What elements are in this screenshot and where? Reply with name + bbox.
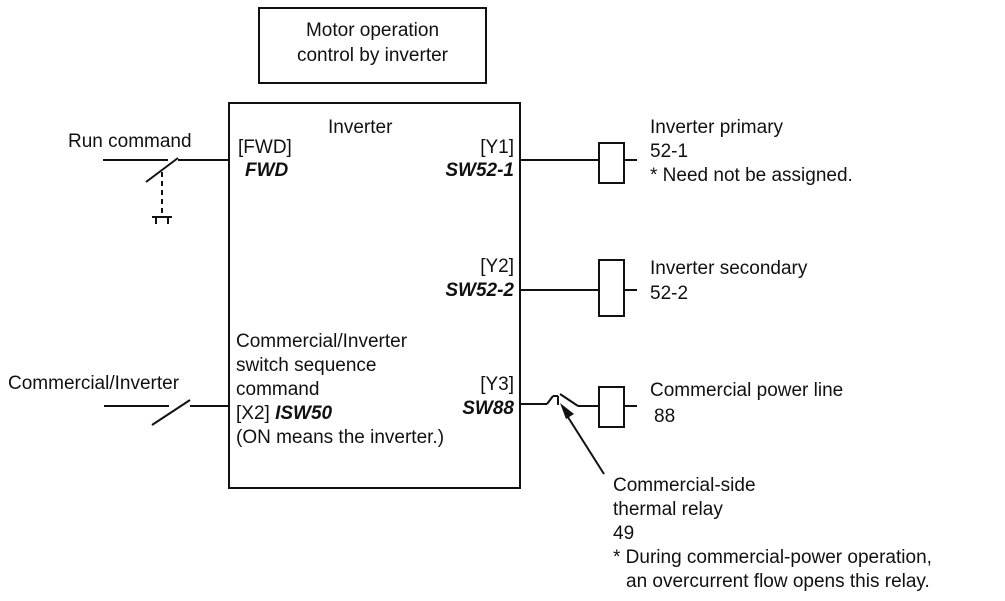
commercial-code: 88 xyxy=(654,406,676,427)
thermal-code: 49 xyxy=(613,523,635,544)
thermal-note-1: * During commercial-power operation, xyxy=(613,547,932,568)
thermal-note-2: an overcurrent flow opens this relay. xyxy=(626,571,930,592)
primary-code: 52-1 xyxy=(650,141,689,162)
commercial-inverter-label: Commercial/Inverter xyxy=(8,373,180,394)
y3-terminal: [Y3] xyxy=(480,374,514,395)
relay-52-1 xyxy=(520,142,637,184)
fwd-terminal: [FWD] xyxy=(238,137,292,158)
run-command-switch xyxy=(103,157,229,224)
y2-terminal: [Y2] xyxy=(480,256,514,277)
thermal-relay-pointer xyxy=(565,413,605,475)
y1-terminal: [Y1] xyxy=(480,137,514,158)
fwd-function: FWD xyxy=(245,160,289,181)
x2-line-3: command xyxy=(236,379,320,400)
thermal-line-1: Commercial-side xyxy=(613,475,756,496)
thermal-relay-arrowhead xyxy=(560,403,574,419)
y1-function: SW52-1 xyxy=(445,160,514,181)
x2-note: (ON means the inverter.) xyxy=(236,427,445,448)
x2-line-1: Commercial/Inverter xyxy=(236,331,408,352)
y2-function: SW52-2 xyxy=(445,280,514,301)
run-command-label: Run command xyxy=(68,131,192,152)
primary-name: Inverter primary xyxy=(650,117,784,138)
x2-function: ISW50 xyxy=(275,403,333,424)
primary-note: * Need not be assigned. xyxy=(650,165,853,186)
x2-line-2: switch sequence xyxy=(236,355,377,376)
relay-88 xyxy=(520,386,637,428)
secondary-code: 52-2 xyxy=(650,283,689,304)
x2-terminal: [X2] xyxy=(236,403,270,424)
commercial-name: Commercial power line xyxy=(650,380,844,401)
inverter-label: Inverter xyxy=(328,117,393,138)
relay-52-2 xyxy=(520,259,637,317)
title-line-2: control by inverter xyxy=(296,45,448,66)
title-box xyxy=(258,7,487,84)
commercial-inverter-switch xyxy=(104,399,229,426)
thermal-line-2: thermal relay xyxy=(613,499,723,520)
title-line-1: Motor operation xyxy=(305,20,440,41)
y3-function: SW88 xyxy=(462,398,514,419)
secondary-name: Inverter secondary xyxy=(650,258,808,279)
inverter-box xyxy=(228,102,521,489)
x2-terminal-row: [X2] ISW50 xyxy=(236,403,332,425)
